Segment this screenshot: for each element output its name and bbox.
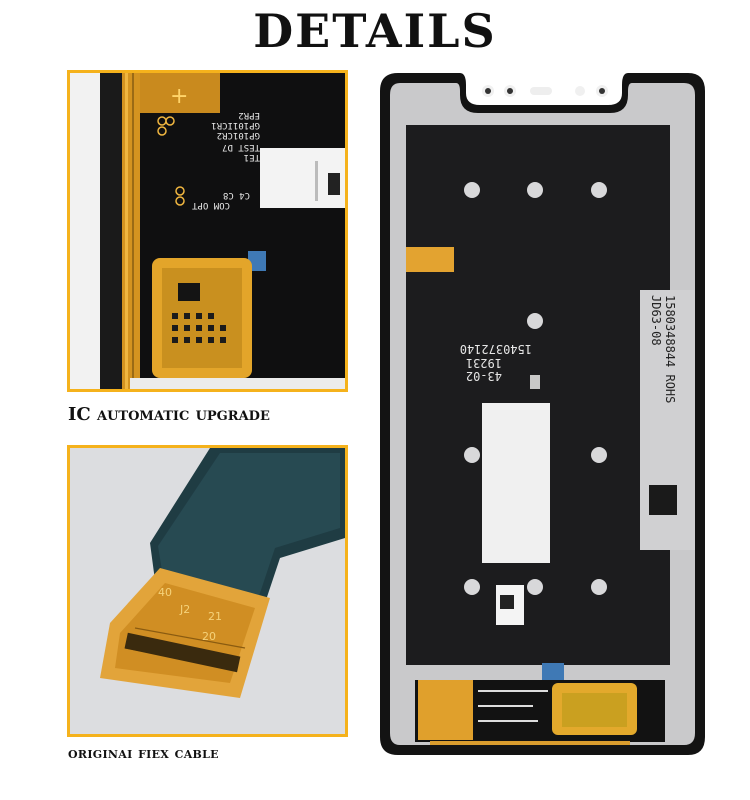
pcb-label: TEST D7 [222,142,260,152]
pcb-label: GP101ICR1 [211,120,260,130]
sticker-line: JD63-08 [649,295,663,346]
connector-label: 20 [202,630,216,643]
pcb-label: GP101CR2 [217,130,260,140]
svg-text:+: + [170,84,188,109]
flex-line: 43-02 [466,369,502,383]
page-title: DETAILS [253,4,497,58]
connector-label: 21 [208,610,222,623]
connector-label: J2 [179,603,190,616]
flex-cable-photo: 40 J2 21 20 [67,445,348,737]
flex-line: 19231 [466,356,502,370]
pcb-label: TE1 [244,152,260,162]
pcb-label: COM OPT [191,200,230,210]
ic-closeup-photo: + EPR2 GP101ICR1 GP101CR2 TEST D7 TE1 CO… [67,70,348,392]
sticker-line: 1580348844 ROHS [663,295,677,403]
phone-display-back: 1580348844 ROHS JD63-08 1540372140 19231… [370,65,715,765]
flex-line: 1540372140 [460,342,532,356]
ic-caption: IC automatic upgrade [68,404,270,425]
pcb-label: C4 C8 [223,190,250,200]
flex-cable-caption: originai fiex cable [68,744,219,762]
connector-label: 40 [158,586,172,599]
pcb-label: EPR2 [238,110,260,120]
